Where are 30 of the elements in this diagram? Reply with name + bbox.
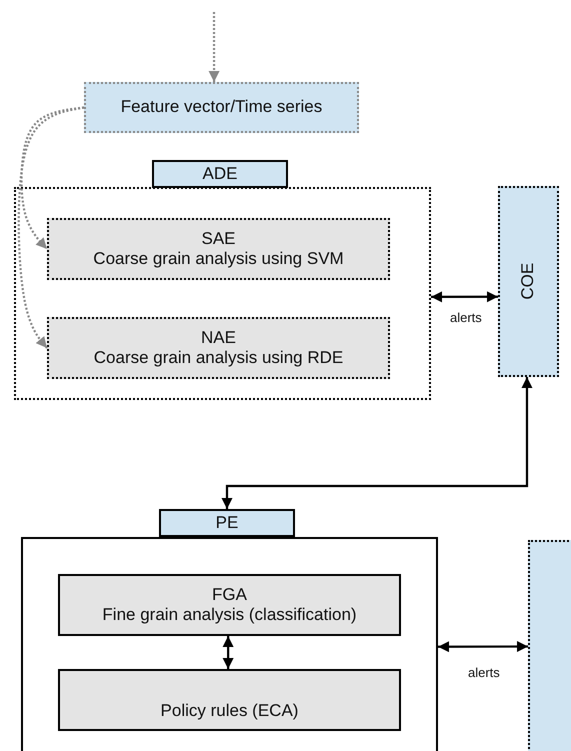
box-description: Coarse grain analysis using RDE bbox=[94, 348, 344, 368]
box-title: FGA bbox=[212, 584, 247, 605]
box-description: Fine grain analysis (classification) bbox=[102, 605, 357, 626]
dotted-arrow bbox=[208, 12, 220, 82]
box-label: ADE bbox=[202, 164, 238, 184]
arrow bbox=[222, 636, 234, 669]
edge-label: alerts bbox=[466, 665, 502, 680]
edge-label: alerts bbox=[448, 310, 484, 325]
arrow bbox=[438, 641, 528, 652]
module-tab bbox=[159, 509, 295, 537]
box-label: PE bbox=[216, 512, 238, 534]
box-label: Policy rules (ECA) bbox=[160, 700, 298, 721]
process-box bbox=[58, 574, 401, 636]
module-container bbox=[21, 537, 438, 751]
arrow bbox=[431, 291, 498, 302]
box-title: SAE bbox=[201, 228, 236, 249]
dotted-arrow bbox=[18, 106, 84, 349]
input-box bbox=[84, 82, 359, 133]
component-bar bbox=[498, 186, 559, 377]
process-box bbox=[47, 317, 390, 379]
box-description: Coarse grain analysis using SVM bbox=[93, 249, 344, 270]
process-box bbox=[58, 669, 401, 731]
box-label: Feature vector/Time series bbox=[120, 97, 322, 118]
process-box bbox=[47, 218, 390, 280]
module-tab bbox=[152, 160, 288, 188]
arrow bbox=[222, 377, 532, 509]
box-title: NAE bbox=[201, 328, 236, 348]
component-bar bbox=[528, 540, 571, 751]
module-container bbox=[14, 187, 431, 400]
box-label: COE bbox=[518, 263, 538, 300]
